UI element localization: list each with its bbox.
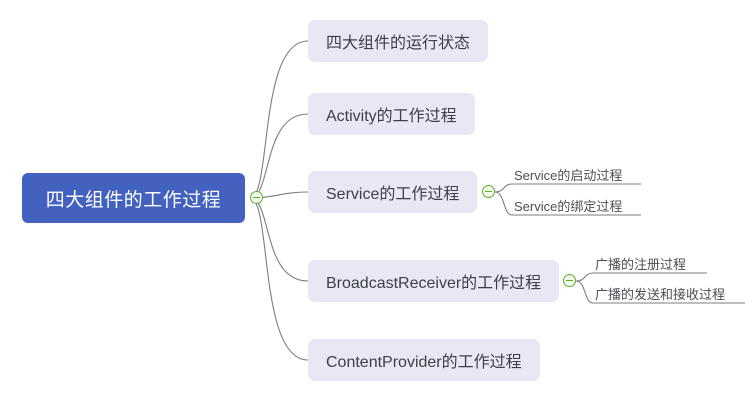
node-content-provider-label: ContentProvider的工作过程: [326, 354, 522, 371]
node-service-label: Service的工作过程: [326, 186, 460, 203]
node-broadcast-send-receive[interactable]: 广播的发送和接收过程: [591, 282, 729, 304]
connector-root-to-runtime-state: [249, 40, 309, 199]
node-broadcast-receiver[interactable]: BroadcastReceiver的工作过程: [308, 260, 560, 302]
connector-root-to-broadcast-receiver: [249, 197, 309, 282]
connector-service-to-start: [494, 183, 641, 193]
node-activity[interactable]: Activity的工作过程: [308, 93, 475, 135]
node-service-bind[interactable]: Service的绑定过程: [510, 194, 626, 216]
node-service[interactable]: Service的工作过程: [308, 171, 478, 213]
node-service-start-label: Service的启动过程: [514, 167, 623, 183]
node-service-start[interactable]: Service的启动过程: [510, 163, 626, 185]
node-broadcast-register-label: 广播的注册过程: [595, 256, 687, 272]
collapse-minus-icon-service[interactable]: [482, 185, 495, 198]
collapse-minus-icon-root[interactable]: [250, 191, 263, 204]
node-broadcast-send-receive-label: 广播的发送和接收过程: [595, 286, 726, 302]
node-runtime-state[interactable]: 四大组件的运行状态: [308, 20, 489, 62]
root-node-label: 四大组件的工作过程: [45, 189, 222, 211]
node-activity-label: Activity的工作过程: [326, 108, 457, 125]
node-broadcast-receiver-label: BroadcastReceiver的工作过程: [326, 275, 542, 292]
node-content-provider[interactable]: ContentProvider的工作过程: [308, 339, 540, 381]
node-broadcast-register[interactable]: 广播的注册过程: [591, 252, 690, 274]
node-service-bind-label: Service的绑定过程: [514, 198, 623, 214]
collapse-minus-icon-broadcast-receiver[interactable]: [563, 274, 576, 287]
root-node[interactable]: 四大组件的工作过程: [22, 173, 245, 223]
connector-root-to-content-provider: [249, 197, 309, 361]
connector-broadcast-to-register: [575, 272, 707, 282]
node-runtime-state-label: 四大组件的运行状态: [326, 35, 471, 52]
connector-root-to-activity: [249, 113, 309, 199]
